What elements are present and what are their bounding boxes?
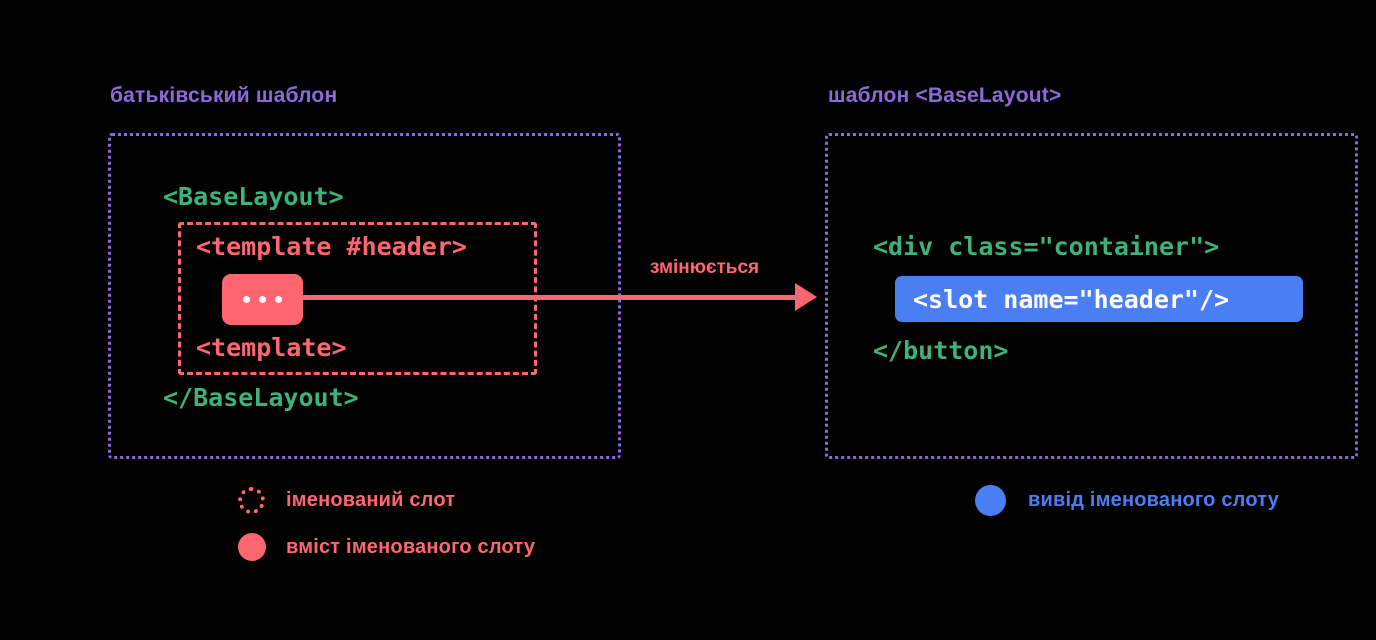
baselayout-template-panel [825,133,1358,459]
legend-item-named-slot: іменований слот [238,487,455,514]
code-line-baselayout-close: </BaseLayout> [163,383,359,412]
left-panel-title: батьківський шаблон [110,84,338,107]
arrow-head-icon [795,283,817,311]
ellipsis-dot-icon [275,296,282,303]
legend-label-named-slot-content: вміст іменованого слоту [286,535,536,558]
filled-circle-icon [238,533,266,561]
right-panel-title: шаблон <BaseLayout> [828,84,1062,107]
code-line-slot-header: <slot name="header"/> [913,285,1230,314]
slot-outlet-highlight [895,276,1303,322]
code-line-div-container: <div class="container"> [873,232,1220,261]
legend-item-named-slot-content: вміст іменованого слоту [238,533,535,561]
legend-item-named-slot-outlet: вивід іменованого слоту [975,485,1279,516]
code-line-baselayout-open: <BaseLayout> [163,182,344,211]
named-slot-content-chip [222,274,303,325]
arrow-right-icon [303,295,798,300]
ellipsis-dot-icon [259,296,266,303]
code-line-button-close: </button> [873,336,1009,365]
ellipsis-dot-icon [243,296,250,303]
code-line-template-header: <template #header> [196,232,467,261]
arrow-label: змінюється [650,257,760,278]
filled-circle-icon [975,485,1006,516]
legend-label-named-slot-outlet: вивід іменованого слоту [1028,489,1280,511]
code-line-template-close: <template> [196,333,347,362]
dotted-circle-icon [238,487,265,514]
legend-label-named-slot: іменований слот [286,489,456,511]
